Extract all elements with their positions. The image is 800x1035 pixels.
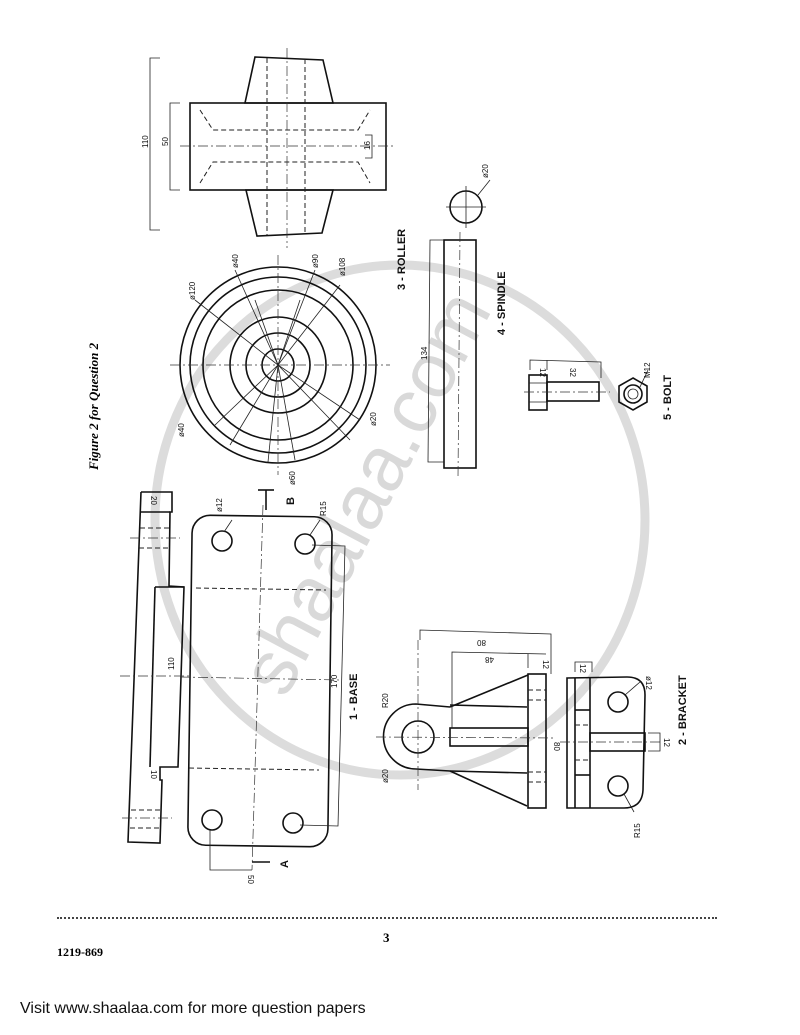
section-marker-b: B xyxy=(285,497,297,505)
bracket-side-view xyxy=(560,661,661,813)
section-marker-a: A xyxy=(279,860,291,868)
dim-base-110: 110 xyxy=(167,657,176,670)
dim-bolt-thread: M12 xyxy=(643,362,652,378)
dim-roller-d60: ø60 xyxy=(288,471,297,485)
dim-roller-d90: ø90 xyxy=(311,254,320,268)
label-bracket: 2 - BRACKET xyxy=(677,675,689,745)
bracket-front-view xyxy=(375,629,557,809)
page-divider xyxy=(57,917,717,919)
dim-roller-50: 50 xyxy=(161,137,170,146)
dim-roller-d108: ø108 xyxy=(338,257,347,276)
dim-bracket-48: 48 xyxy=(485,655,494,664)
dim-bracket-d20: ø20 xyxy=(381,769,390,783)
dim-roller-d40b: ø40 xyxy=(177,423,186,437)
dim-bracket-12b: 12 xyxy=(578,664,587,673)
roller-side-view xyxy=(149,48,395,248)
bolt-drawing xyxy=(524,359,649,411)
dim-roller-d40a: ø40 xyxy=(231,254,240,268)
dim-bracket-12a: 12 xyxy=(541,660,550,669)
paper-code: 1219-869 xyxy=(57,945,103,959)
dim-bolt-shank: 32 xyxy=(568,368,577,377)
dim-bolt-head: 12 xyxy=(538,368,547,377)
spindle-drawing xyxy=(427,179,491,479)
dim-bracket-80: 80 xyxy=(477,638,486,647)
base-side-view xyxy=(120,491,190,844)
dim-bracket-hole: ø12 xyxy=(644,676,653,690)
dim-bracket-slot: 12 xyxy=(662,738,671,747)
label-roller: 3 - ROLLER xyxy=(396,229,408,290)
dim-roller-110: 110 xyxy=(141,135,150,148)
dim-bracket-height: 80 xyxy=(552,742,561,751)
dim-base-10: 10 xyxy=(149,770,158,779)
dim-spindle-dia: ø20 xyxy=(481,164,490,178)
label-bolt: 5 - BOLT xyxy=(662,375,674,420)
label-base: 1 - BASE xyxy=(348,674,360,720)
dim-base-20: 20 xyxy=(149,496,158,505)
dim-base-hole: ø12 xyxy=(215,498,224,512)
dim-bracket-r15: R15 xyxy=(633,823,642,838)
page-number: 3 xyxy=(383,930,390,945)
dim-bracket-r20: R20 xyxy=(381,693,390,708)
roller-end-view xyxy=(170,255,390,475)
dim-spindle-length: 134 xyxy=(420,346,429,360)
label-spindle: 4 - SPINDLE xyxy=(496,271,508,335)
base-plan-view xyxy=(179,489,346,871)
dim-base-170: 170 xyxy=(330,674,339,688)
dim-roller-16: 16 xyxy=(363,141,372,150)
dim-roller-d120: ø120 xyxy=(188,281,197,300)
dim-roller-d20: ø20 xyxy=(369,412,378,426)
dim-base-radius: R15 xyxy=(319,501,328,516)
footer-link-text[interactable]: Visit www.shaalaa.com for more question … xyxy=(20,1000,366,1017)
dim-base-50: 50 xyxy=(246,875,255,884)
